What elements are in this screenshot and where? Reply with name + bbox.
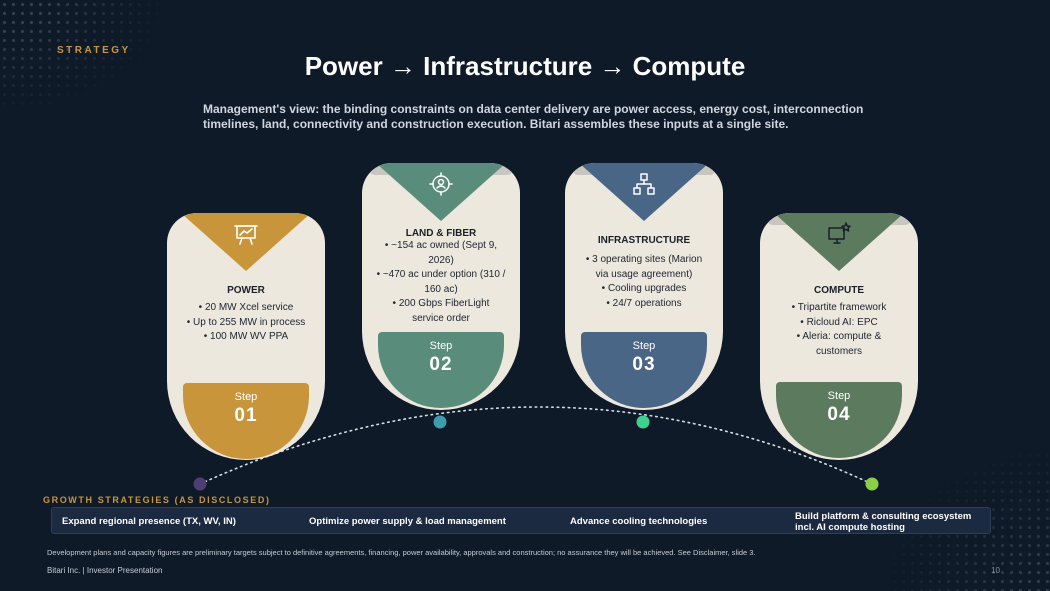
page-number: 10 bbox=[991, 566, 1000, 575]
step-number: 01 bbox=[234, 405, 258, 426]
arc-dot-2 bbox=[433, 415, 447, 429]
section-eyebrow: STRATEGY bbox=[57, 45, 131, 56]
arc-dot-1 bbox=[193, 477, 207, 491]
card-bullet: 3 operating sites (Marion via usage agre… bbox=[579, 253, 709, 282]
card-title: POWER bbox=[227, 285, 265, 296]
step-card-compute: COMPUTE Tripartite framework Ricloud AI:… bbox=[760, 213, 918, 460]
card-bullet: Ricloud AI: EPC bbox=[774, 316, 904, 331]
growth-item: Expand regional presence (TX, WV, IN) bbox=[62, 516, 236, 527]
page-title: Power → Infrastructure → Compute bbox=[304, 51, 746, 81]
card-bullet: ~154 ac owned (Sept 9, 2026) bbox=[376, 239, 506, 268]
arc-dot-3 bbox=[636, 415, 650, 429]
disclaimer-text: Development plans and capacity figures a… bbox=[47, 548, 756, 557]
card-title: INFRASTRUCTURE bbox=[597, 235, 691, 246]
growth-item: Optimize power supply & load management bbox=[309, 516, 506, 527]
step-card-power: POWER 20 MW Xcel service Up to 255 MW in… bbox=[167, 213, 325, 460]
card-bullet: 200 Gbps FiberLight service order bbox=[376, 297, 506, 326]
page-subtitle: Management's view: the binding constrain… bbox=[203, 102, 864, 131]
step-label: Step bbox=[632, 340, 656, 352]
card-bullet: Tripartite framework bbox=[774, 301, 904, 316]
card-bullet: Up to 255 MW in process bbox=[181, 316, 311, 331]
step-label: Step bbox=[429, 340, 453, 352]
growth-item: Build platform & consulting ecosystem in… bbox=[795, 510, 972, 533]
step-card-land-fiber: LAND & FIBER ~154 ac owned (Sept 9, 2026… bbox=[362, 163, 520, 410]
decorative-dots-top-left bbox=[0, 0, 160, 110]
location-user-icon bbox=[428, 171, 454, 197]
growth-item: Advance cooling technologies bbox=[570, 516, 708, 527]
step-number: 03 bbox=[632, 354, 656, 375]
presentation-chart-icon bbox=[233, 221, 259, 247]
footer-company: Bitari Inc. | Investor Presentation bbox=[47, 566, 163, 575]
monitor-star-icon bbox=[826, 221, 852, 247]
step-number: 04 bbox=[827, 404, 851, 425]
growth-strategies-label: GROWTH STRATEGIES (AS DISCLOSED) bbox=[43, 495, 271, 505]
card-bullet: Aleria: compute & customers bbox=[774, 330, 904, 359]
network-hierarchy-icon bbox=[631, 171, 657, 197]
card-bullets: 3 operating sites (Marion via usage agre… bbox=[579, 253, 709, 311]
step-number: 02 bbox=[429, 354, 453, 375]
card-bullet: ~470 ac under option (310 / 160 ac) bbox=[376, 268, 506, 297]
card-title: COMPUTE bbox=[814, 285, 864, 296]
card-bullet: Cooling upgrades bbox=[579, 282, 709, 297]
card-bullets: ~154 ac owned (Sept 9, 2026) ~470 ac und… bbox=[376, 239, 506, 326]
step-card-infrastructure: INFRASTRUCTURE 3 operating sites (Marion… bbox=[565, 163, 723, 410]
step-label: Step bbox=[827, 390, 851, 402]
growth-strategies-bar: Expand regional presence (TX, WV, IN) Op… bbox=[51, 507, 991, 534]
card-bullets: 20 MW Xcel service Up to 255 MW in proce… bbox=[181, 301, 311, 345]
card-bullet: 24/7 operations bbox=[579, 297, 709, 312]
card-title: LAND & FIBER bbox=[405, 228, 477, 239]
card-bullets: Tripartite framework Ricloud AI: EPC Ale… bbox=[774, 301, 904, 359]
card-bullet: 100 MW WV PPA bbox=[181, 330, 311, 345]
arc-dot-4 bbox=[865, 477, 879, 491]
card-bullet: 20 MW Xcel service bbox=[181, 301, 311, 316]
step-label: Step bbox=[234, 391, 258, 403]
